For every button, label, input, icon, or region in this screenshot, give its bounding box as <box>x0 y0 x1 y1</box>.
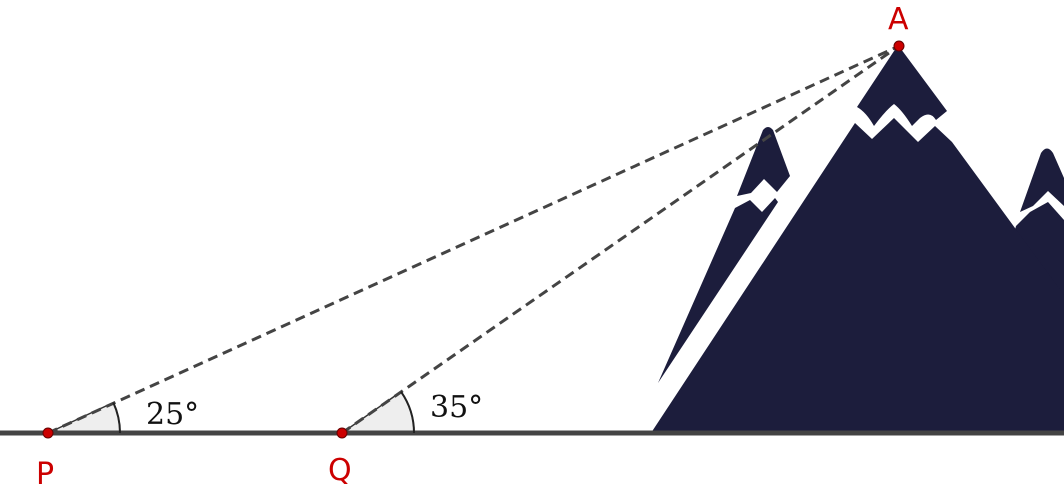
point-a[interactable] <box>893 40 905 52</box>
sightline-q-a <box>341 44 900 435</box>
angle-arc-p <box>112 402 122 434</box>
angle-arc-q <box>400 391 416 434</box>
main-peak-cap <box>857 45 947 126</box>
sightline-p-a <box>47 44 900 435</box>
left-peak-cap <box>737 127 790 196</box>
point-label-p: P <box>36 457 54 490</box>
point-p[interactable] <box>42 427 54 439</box>
main-peak-body <box>651 118 1064 433</box>
right-peak-cap <box>1020 148 1064 212</box>
point-label-a: A <box>888 2 909 37</box>
point-q[interactable] <box>336 427 348 439</box>
point-label-q: Q <box>328 453 352 488</box>
mountain-range <box>651 45 1064 433</box>
left-peak-body <box>658 198 778 383</box>
angle-label-p: 25° <box>146 397 199 432</box>
angle-sector-q <box>339 390 415 434</box>
angle-label-q: 35° <box>430 390 483 425</box>
